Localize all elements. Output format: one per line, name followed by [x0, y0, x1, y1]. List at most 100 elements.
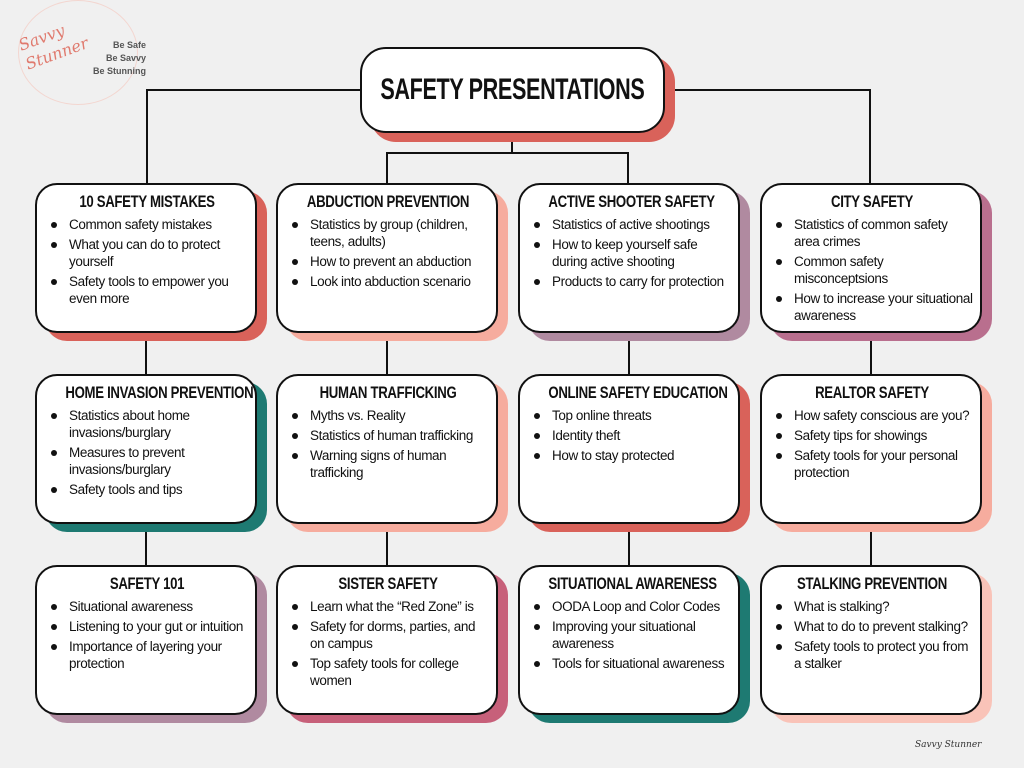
list-item: Improving your situational awareness — [528, 618, 732, 652]
list-item: Statistics of active shootings — [528, 216, 732, 233]
list-item: Statistics by group (children, teens, ad… — [286, 216, 490, 250]
card-body: ACTIVE SHOOTER SAFETY Statistics of activ… — [518, 183, 740, 333]
list-item: What is stalking? — [770, 598, 974, 615]
list-item: What you can do to protect yourself — [45, 236, 249, 270]
list-item: Safety tips for showings — [770, 427, 974, 444]
list-item: OODA Loop and Color Codes — [528, 598, 732, 615]
list-item: Safety tools to empower you even more — [45, 273, 249, 307]
list-item: Safety tools for your personal protectio… — [770, 447, 974, 481]
connector — [145, 524, 147, 566]
connector — [870, 524, 872, 566]
card-list: Statistics by group (children, teens, ad… — [286, 216, 490, 290]
list-item: Safety tools to protect you from a stalk… — [770, 638, 974, 672]
connector — [386, 333, 388, 375]
list-item: How to prevent an abduction — [286, 253, 490, 270]
card-title: REALTOR SAFETY — [815, 384, 929, 402]
card-title: ONLINE SAFETY EDUCATION — [548, 384, 728, 402]
list-item: Situational awareness — [45, 598, 249, 615]
card-list: What is stalking? What to do to prevent s… — [770, 598, 974, 672]
connector — [664, 89, 870, 91]
list-item: How to keep yourself safe during active … — [528, 236, 732, 270]
list-item: Myths vs. Reality — [286, 407, 490, 424]
topic-card: ACTIVE SHOOTER SAFETY Statistics of activ… — [518, 183, 750, 341]
list-item: Products to carry for protection — [528, 273, 732, 290]
card-list: Statistics about home invasions/burglary… — [45, 407, 249, 498]
topic-card: REALTOR SAFETY How safety conscious are y… — [760, 374, 992, 532]
card-title: ABDUCTION PREVENTION — [306, 193, 470, 211]
list-item: Statistics of common safety area crimes — [770, 216, 974, 250]
list-item: Common safety mistakes — [45, 216, 249, 233]
list-item: Importance of layering your protection — [45, 638, 249, 672]
list-item: Safety for dorms, parties, and on campus — [286, 618, 490, 652]
list-item: Safety tools and tips — [45, 481, 249, 498]
topic-card: SITUATIONAL AWARENESS OODA Loop and Color… — [518, 565, 750, 723]
card-body: ONLINE SAFETY EDUCATION Top online threat… — [518, 374, 740, 524]
logo-script: Savvy Stunner — [16, 20, 91, 74]
list-item: Learn what the “Red Zone” is — [286, 598, 490, 615]
connector — [869, 89, 871, 184]
card-body: SISTER SAFETY Learn what the “Red Zone” i… — [276, 565, 498, 715]
connector — [146, 89, 148, 184]
signature: Savvy Stunner — [915, 740, 982, 750]
topic-card: ONLINE SAFETY EDUCATION Top online threat… — [518, 374, 750, 532]
list-item: Listening to your gut or intuition — [45, 618, 249, 635]
card-title: SISTER SAFETY — [338, 575, 438, 593]
list-item: What to do to prevent stalking? — [770, 618, 974, 635]
tagline-1: Be Safe — [112, 40, 146, 50]
card-title: STALKING PREVENTION — [797, 575, 947, 593]
connector — [386, 524, 388, 566]
card-title: SAFETY 101 — [109, 575, 185, 593]
list-item: How to increase your situational awarene… — [770, 290, 974, 324]
topic-card: SISTER SAFETY Learn what the “Red Zone” i… — [276, 565, 508, 723]
connector — [511, 133, 513, 153]
connector — [146, 89, 361, 91]
connector — [386, 152, 388, 184]
card-title: CITY SAFETY — [830, 193, 914, 211]
card-title: SITUATIONAL AWARENESS — [548, 575, 717, 593]
card-list: How safety conscious are you? Safety tips… — [770, 407, 974, 481]
connector — [145, 333, 147, 375]
list-item: Statistics about home invasions/burglary — [45, 407, 249, 441]
card-title: HUMAN TRAFFICKING — [319, 384, 457, 402]
card-body: SITUATIONAL AWARENESS OODA Loop and Color… — [518, 565, 740, 715]
list-item: Common safety misconceptsions — [770, 253, 974, 287]
tagline-3: Be Stunning — [93, 66, 146, 76]
list-item: Statistics of human trafficking — [286, 427, 490, 444]
list-item: Warning signs of human trafficking — [286, 447, 490, 481]
title-box: SAFETY PRESENTATIONS — [360, 47, 665, 133]
card-title: 10 SAFETY MISTAKES — [79, 193, 215, 211]
connector — [628, 333, 630, 375]
topic-card: CITY SAFETY Statistics of common safety a… — [760, 183, 992, 341]
list-item: Tools for situational awareness — [528, 655, 732, 672]
card-body: 10 SAFETY MISTAKES Common safety mistakes… — [35, 183, 257, 333]
connector — [870, 333, 872, 375]
list-item: How safety conscious are you? — [770, 407, 974, 424]
list-item: Measures to prevent invasions/burglary — [45, 444, 249, 478]
card-list: Learn what the “Red Zone” is Safety for d… — [286, 598, 490, 689]
card-title: ACTIVE SHOOTER SAFETY — [548, 193, 715, 211]
topic-card: ABDUCTION PREVENTION Statistics by group … — [276, 183, 508, 341]
card-body: ABDUCTION PREVENTION Statistics by group … — [276, 183, 498, 333]
connector — [628, 524, 630, 566]
list-item: How to stay protected — [528, 447, 732, 464]
list-item: Identity theft — [528, 427, 732, 444]
topic-card: 10 SAFETY MISTAKES Common safety mistakes… — [35, 183, 267, 341]
card-body: CITY SAFETY Statistics of common safety a… — [760, 183, 982, 333]
list-item: Top safety tools for college women — [286, 655, 490, 689]
savvy-stunner-logo: Savvy Stunner Be Safe Be Savvy Be Stunni… — [16, 0, 146, 105]
list-item: Top online threats — [528, 407, 732, 424]
page-title: SAFETY PRESENTATIONS — [380, 73, 645, 106]
connector — [386, 152, 629, 154]
